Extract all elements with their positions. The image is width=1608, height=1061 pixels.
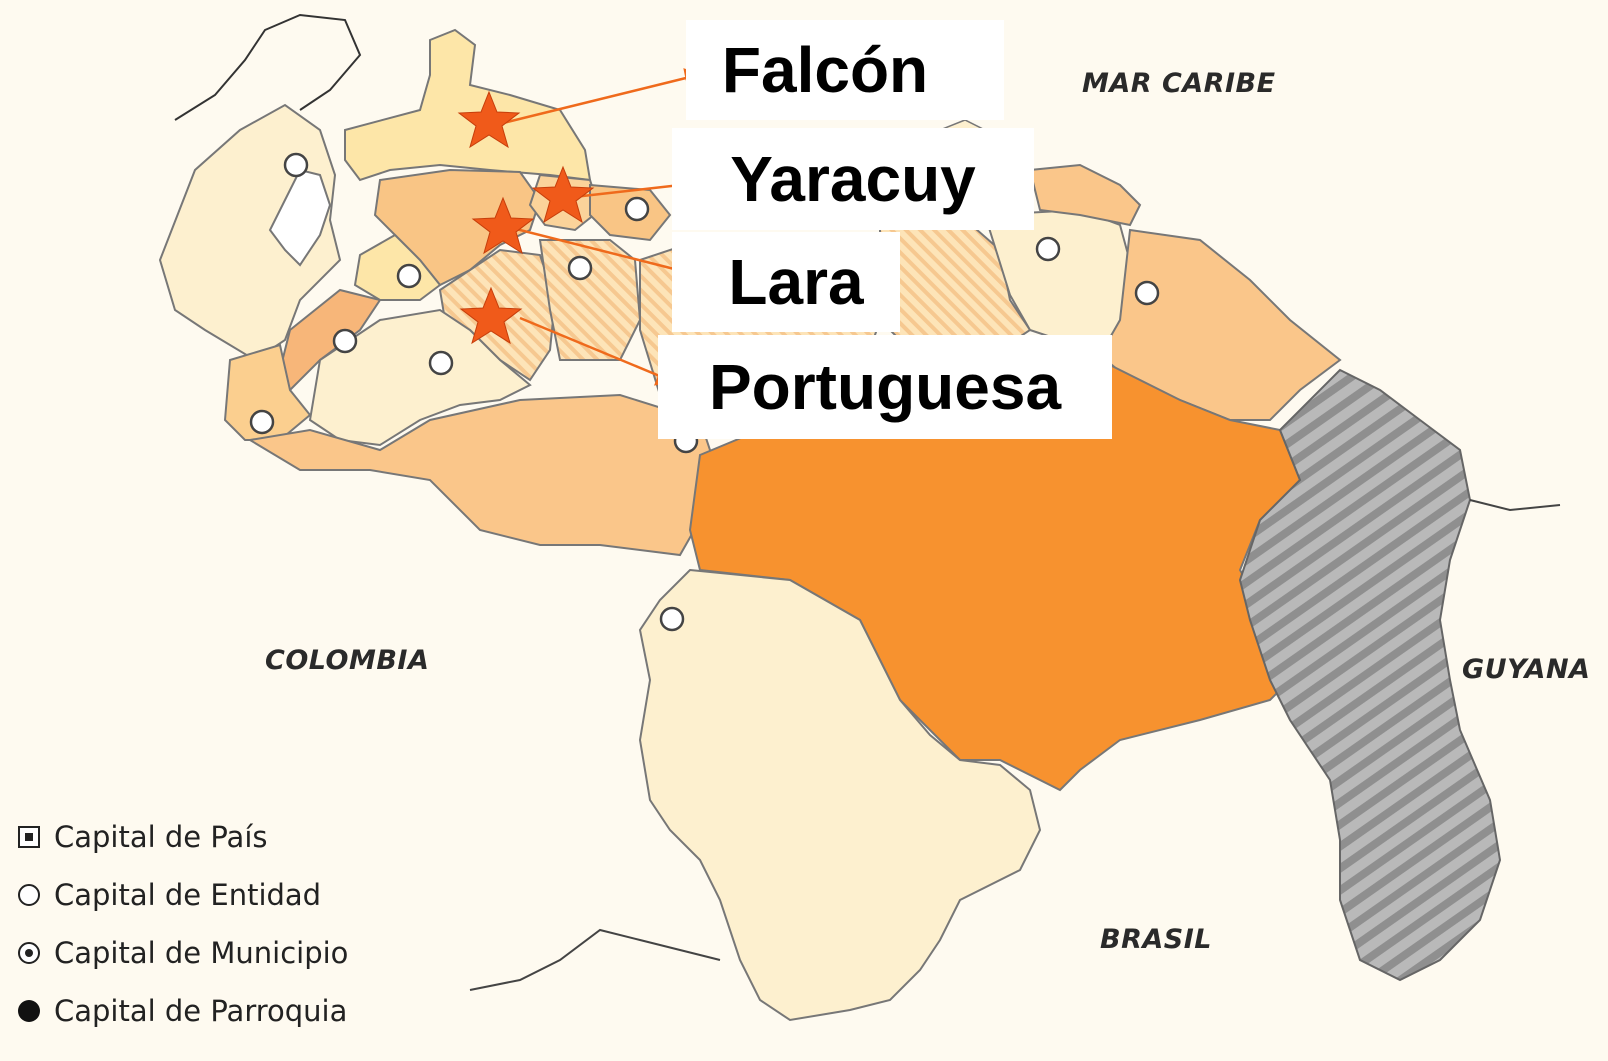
star-falcon [457,90,521,149]
capital-circle [1134,280,1160,306]
legend-label: Capital de Municipio [54,936,349,970]
filled-circle-icon [18,1000,40,1022]
guyana-border-line [1469,499,1561,512]
state-capitals [249,152,1160,632]
label-lara: Lara [672,232,900,332]
arrow-lara [507,225,695,276]
capital-circle [283,152,309,178]
label-yaracuy: Yaracuy [672,128,1034,230]
state-falcon [344,28,592,182]
state-sucre [1028,163,1142,227]
star-markers [457,90,595,345]
capital-circle [249,409,275,435]
capital-circle [624,196,650,222]
brazil-border-line [469,928,721,991]
capital-circle [1035,236,1061,262]
star-yaracuy [531,165,595,224]
capital-circle [332,328,358,354]
capital-circle [396,263,422,289]
label-portuguesa: Portuguesa [658,335,1112,439]
lake-maracaibo [268,168,332,267]
circle-icon [18,884,40,906]
legend-label: Capital de Parroquia [54,994,348,1028]
label-guyana: GUYANA [1462,654,1591,685]
state-cojedes [538,239,642,361]
label-falcon: Falcón [686,20,1004,120]
star-portuguesa [459,286,523,345]
state-trujillo [353,233,442,301]
square-dot-icon [18,826,40,848]
star-lara [471,196,535,255]
legend-label: Capital de Entidad [54,878,322,912]
legend-item-capital-municipio: Capital de Municipio [18,924,348,982]
legend-item-capital-entidad: Capital de Entidad [18,866,348,924]
capital-circle [428,350,454,376]
legend-item-capital-pais: Capital de País [18,808,348,866]
label-brasil: BRASIL [1100,924,1212,955]
capital-circle [567,255,593,281]
capital-circle [659,606,685,632]
arrow-portuguesa [519,316,663,379]
state-amazonas [638,568,1042,1022]
state-tachira [223,343,312,441]
label-colombia: COLOMBIA [265,645,430,676]
arrow-falcon [494,75,691,127]
map-legend: Capital de País Capital de Entidad Capit… [18,808,348,1040]
legend-label: Capital de País [54,820,268,854]
guajira-coast [174,13,362,121]
disputed-esequibo [1238,368,1502,982]
legend-item-capital-parroquia: Capital de Parroquia [18,982,348,1040]
circle-dot-icon [18,942,40,964]
label-mar-caribe: MAR CARIBE [1082,68,1276,99]
